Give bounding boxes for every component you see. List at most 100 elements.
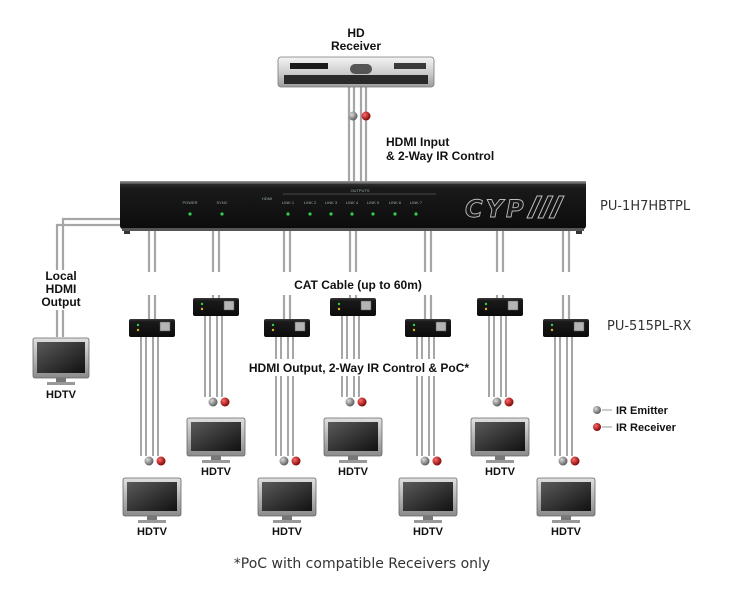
tv-neck bbox=[495, 456, 505, 460]
legend-receiver-label: IR Receiver bbox=[616, 422, 677, 434]
hdtv-icon bbox=[122, 477, 182, 523]
rj45-port-icon bbox=[223, 300, 235, 311]
link-led bbox=[200, 307, 204, 311]
input-label-line2: & 2-Way IR Control bbox=[386, 149, 494, 163]
local-output-line2: HDMI bbox=[46, 282, 77, 296]
status-led-link-5: LINK 5 bbox=[367, 200, 380, 216]
link-led bbox=[484, 307, 488, 311]
hdtv-label: HDTV bbox=[201, 466, 232, 478]
hdtv-icon bbox=[323, 417, 383, 463]
tv-screen bbox=[328, 422, 378, 451]
rj45-port-icon bbox=[435, 321, 447, 332]
ir-receiver-icon bbox=[432, 456, 442, 466]
led-indicator bbox=[371, 212, 375, 216]
ir-receiver-icon bbox=[570, 456, 580, 466]
led-label: LINK 5 bbox=[367, 200, 380, 205]
tv-neck bbox=[56, 378, 66, 382]
hdtv-label: HDTV bbox=[485, 466, 516, 478]
rj45-port-icon bbox=[159, 321, 171, 332]
status-led-link-3: LINK 3 bbox=[325, 200, 338, 216]
tv-neck bbox=[561, 516, 571, 520]
transmitter-bus-label: OUTPUTS bbox=[350, 188, 369, 193]
ir-emitter-icon bbox=[144, 456, 154, 466]
tv-screen bbox=[475, 422, 525, 451]
input-label-line1: HDMI Input bbox=[386, 135, 449, 149]
tv-stand bbox=[138, 520, 166, 523]
ir-receiver-icon bbox=[156, 456, 166, 466]
led-indicator bbox=[220, 212, 224, 216]
legend: IR Emitter IR Receiver bbox=[593, 405, 677, 434]
legend-emitter-label: IR Emitter bbox=[616, 405, 669, 417]
receiver-model: PU-515PL-RX bbox=[607, 319, 691, 334]
hdtv-label: HDTV bbox=[551, 526, 582, 538]
local-output-line3: Output bbox=[41, 295, 80, 309]
led-indicator bbox=[329, 212, 333, 216]
cyp-logo: CYP bbox=[465, 195, 527, 223]
local-hdtv-icon bbox=[32, 337, 90, 385]
tv-screen bbox=[191, 422, 241, 451]
source-label-line2: Receiver bbox=[331, 39, 381, 53]
led-label: POWER bbox=[182, 200, 197, 205]
receiver-box bbox=[129, 319, 175, 337]
cat-label-bg bbox=[278, 276, 438, 293]
tv-screen bbox=[262, 482, 312, 511]
led-label: LINK 4 bbox=[346, 200, 359, 205]
cat-cables bbox=[55, 217, 573, 456]
tv-stand bbox=[552, 520, 580, 523]
tv-neck bbox=[423, 516, 433, 520]
power-led bbox=[412, 323, 416, 327]
footnote: *PoC with compatible Receivers only bbox=[234, 556, 490, 572]
tv-neck bbox=[147, 516, 157, 520]
tv-neck bbox=[348, 456, 358, 460]
transmitter-model: PU-1H7HBTPL bbox=[600, 199, 691, 214]
receiver-box bbox=[193, 298, 239, 316]
hdtv-icon bbox=[32, 337, 90, 385]
receiver-box bbox=[264, 319, 310, 337]
led-label: LINK 7 bbox=[410, 200, 423, 205]
hdtv-icon bbox=[398, 477, 458, 523]
link-led bbox=[550, 328, 554, 332]
receiver-box bbox=[477, 298, 523, 316]
tv-screen bbox=[541, 482, 591, 511]
receiver-box bbox=[405, 319, 451, 337]
ir-emitter-icon bbox=[492, 397, 502, 407]
power-led bbox=[136, 323, 140, 327]
led-label: LINK 6 bbox=[389, 200, 402, 205]
hdtv-label: HDTV bbox=[413, 526, 444, 538]
source-label-line1: HD bbox=[347, 26, 365, 40]
tv-stand bbox=[47, 382, 75, 385]
ir-receiver-icon bbox=[361, 111, 371, 121]
legend-receiver-icon bbox=[593, 423, 601, 431]
rj45-port-icon bbox=[360, 300, 372, 311]
ir-emitter-icon bbox=[420, 456, 430, 466]
ir-receiver-icon bbox=[357, 397, 367, 407]
tv-neck bbox=[211, 456, 221, 460]
transmitter-hdmi-label: HDMI bbox=[262, 196, 272, 201]
power-led bbox=[200, 302, 204, 306]
led-indicator bbox=[286, 212, 290, 216]
tv-stand bbox=[202, 460, 230, 463]
transmitter-device bbox=[120, 181, 586, 234]
status-led-link-4: LINK 4 bbox=[346, 200, 359, 216]
tv-screen bbox=[127, 482, 177, 511]
tv-stand bbox=[273, 520, 301, 523]
led-indicator bbox=[188, 212, 192, 216]
tv-stand bbox=[486, 460, 514, 463]
hdtv-icon bbox=[536, 477, 596, 523]
hdtv-label: HDTV bbox=[137, 526, 168, 538]
hdtv-icon bbox=[257, 477, 317, 523]
output-label: HDMI Output, 2-Way IR Control & PoC* bbox=[249, 361, 470, 375]
led-label: LINK 3 bbox=[325, 200, 338, 205]
ir-emitter-icon bbox=[279, 456, 289, 466]
power-led bbox=[484, 302, 488, 306]
ir-receiver-icon bbox=[504, 397, 514, 407]
rj45-port-icon bbox=[573, 321, 585, 332]
status-led-link-1: LINK 1 bbox=[282, 200, 295, 216]
tv-stand bbox=[339, 460, 367, 463]
link-led bbox=[412, 328, 416, 332]
output-label-bg bbox=[238, 359, 480, 376]
status-led-link-6: LINK 6 bbox=[389, 200, 402, 216]
led-indicator bbox=[393, 212, 397, 216]
